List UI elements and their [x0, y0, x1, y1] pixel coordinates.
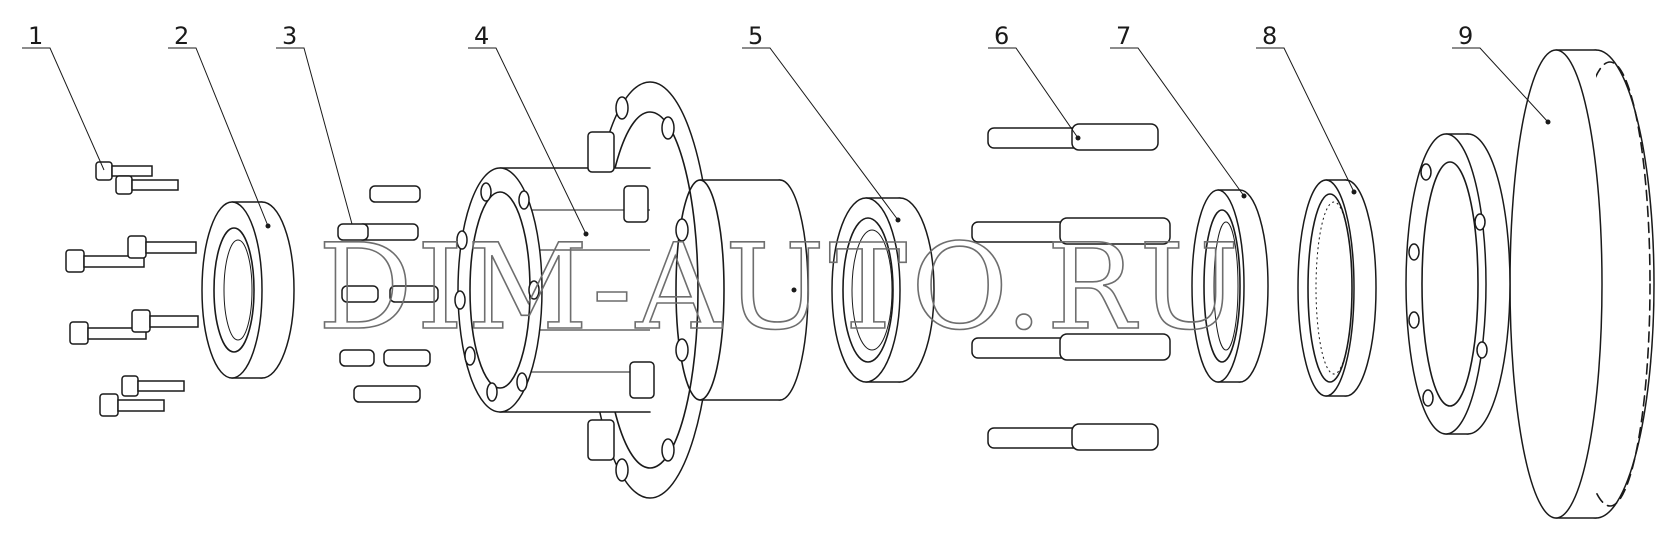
leader-line-5 — [742, 47, 899, 221]
callout-8: 8 — [1262, 22, 1277, 50]
callout-2: 2 — [174, 22, 189, 50]
leader-line-7 — [1110, 47, 1245, 197]
part-5-bearing — [831, 197, 935, 383]
callout-5: 5 — [748, 22, 763, 50]
part-2-seal — [201, 201, 295, 379]
callout-labels: 1 2 3 4 5 6 7 8 9 — [28, 22, 1473, 50]
watermark-text: DIM-AUTO.RU — [318, 218, 1243, 356]
callout-7: 7 — [1116, 22, 1131, 50]
callout-3: 3 — [282, 22, 297, 50]
part-9-brake-disc — [1405, 49, 1655, 519]
callout-1: 1 — [28, 22, 43, 50]
part-6-pins — [971, 123, 1171, 451]
callout-9: 9 — [1458, 22, 1473, 50]
callout-6: 6 — [994, 22, 1009, 50]
leader-line-3 — [276, 47, 353, 225]
part-4-hub — [454, 81, 809, 499]
leader-line-8 — [1256, 47, 1355, 193]
leader-line-2 — [168, 47, 269, 227]
callout-4: 4 — [474, 22, 489, 50]
leader-lines — [22, 47, 1549, 235]
part-1-bolts — [65, 161, 199, 417]
part-3-studs — [337, 185, 439, 403]
part-7-bearing-cone — [1191, 189, 1269, 383]
leader-line-1 — [22, 47, 105, 171]
leader-line-4 — [468, 47, 587, 235]
leader-line-9 — [1452, 47, 1549, 123]
part-8-abs-ring — [1297, 179, 1377, 397]
leader-line-6 — [988, 47, 1079, 139]
